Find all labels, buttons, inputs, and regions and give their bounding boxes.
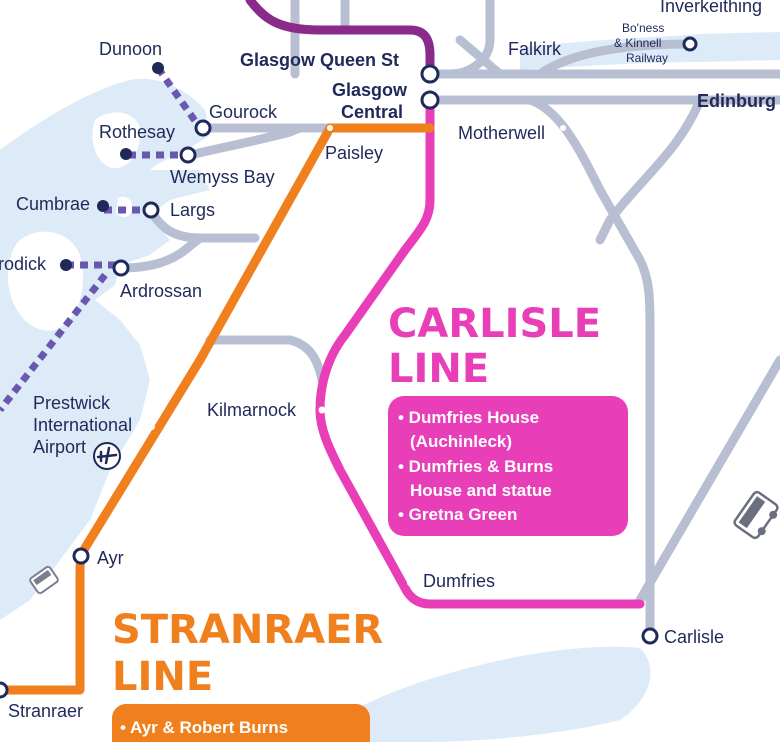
carlisle-highlights-box (388, 396, 628, 536)
station-boness-marker[interactable] (682, 36, 698, 52)
label-carlisle: Carlisle (664, 627, 724, 647)
arran (8, 231, 83, 331)
label-motherwell: Motherwell (458, 123, 545, 143)
station-paisley-marker[interactable] (327, 125, 333, 131)
rail-west-coast (425, 95, 655, 637)
label-falkirk: Falkirk (508, 39, 562, 59)
bus-icon (733, 490, 779, 540)
station-glasgow-queen-st-marker[interactable] (420, 64, 440, 84)
rail-ferry-road (635, 355, 780, 605)
carlisle-line-title-1: CARLISLE (388, 301, 601, 347)
station-labels: Glasgow Queen St Glasgow Central Falkirk… (8, 0, 776, 721)
station-falkirk-marker[interactable] (494, 59, 500, 65)
label-boness-2: & Kinnell (614, 36, 661, 50)
stranraer-highlights-box (112, 704, 370, 742)
label-largs: Largs (170, 200, 215, 220)
port-rothesay-marker[interactable] (120, 148, 132, 160)
purple-line (245, 0, 435, 79)
station-prestwick-marker[interactable] (149, 424, 155, 430)
label-stranraer: Stranraer (8, 701, 83, 721)
station-gourock-marker[interactable] (194, 119, 212, 137)
forth-estuary (520, 32, 780, 70)
label-dumfries: Dumfries (423, 571, 495, 591)
label-dunoon: Dunoon (99, 39, 162, 59)
label-edinburgh: Edinburg (697, 91, 776, 111)
port-dunoon-marker[interactable] (152, 62, 164, 74)
carlisle-line-title-2: LINE (388, 346, 489, 392)
carlisle-highlight-4: House and statue (410, 481, 552, 500)
label-kilmarnock: Kilmarnock (207, 400, 297, 420)
water-bodies (0, 32, 780, 742)
rail-falkirk (455, 35, 505, 79)
station-carlisle-marker[interactable] (641, 627, 659, 645)
ferry-port-labels: Dunoon Rothesay Cumbrae rodick (0, 39, 175, 274)
station-ayr-marker[interactable] (72, 547, 90, 565)
label-rothesay: Rothesay (99, 122, 175, 142)
carlisle-highlight-3: • Dumfries & Burns (398, 457, 553, 476)
ferry-dunoon (155, 65, 203, 131)
carlisle-line-panel: CARLISLE LINE • Dumfries House (Auchinle… (388, 301, 628, 536)
bus-icon (29, 565, 59, 595)
carlisle-highlight-2: (Auchinleck) (410, 432, 512, 451)
label-cumbrae: Cumbrae (16, 194, 90, 214)
ferry-routes (0, 65, 203, 413)
ferry-to-south (0, 272, 108, 413)
label-ayr: Ayr (97, 548, 124, 568)
label-paisley: Paisley (325, 143, 383, 163)
stranraer-line-panel: STRANRAER LINE • Ayr & Robert Burns (112, 607, 383, 742)
stranraer-highlight-1: • Ayr & Robert Burns (120, 718, 288, 737)
firth-of-clyde (0, 78, 210, 621)
label-boness-3: Railway (626, 51, 668, 65)
label-gourock: Gourock (209, 102, 278, 122)
station-stranraer-marker[interactable] (0, 681, 9, 699)
station-markers (0, 36, 698, 699)
label-ardrossan: Ardrossan (120, 281, 202, 301)
carlisle-highlight-1: • Dumfries House (398, 408, 539, 427)
rail-kilmarnock-link (205, 335, 327, 385)
label-prestwick-2: International (33, 415, 132, 435)
label-inverkeithing: Inverkeithing (660, 0, 762, 16)
rail-wemyss-bay (185, 123, 305, 160)
label-wemyss-bay: Wemyss Bay (170, 167, 275, 187)
stranraer-line-title-1: STRANRAER (112, 607, 383, 653)
port-brodick-marker[interactable] (60, 259, 72, 271)
station-glasgow-central-marker[interactable] (420, 90, 440, 110)
rail-edinburgh-carlisle (595, 95, 705, 245)
stranraer-line-title-2: LINE (112, 654, 213, 700)
label-boness-1: Bo'ness (622, 21, 664, 35)
station-ardrossan-marker[interactable] (112, 259, 130, 277)
label-glasgow-central-2: Central (341, 102, 403, 122)
airplane-icon (93, 442, 121, 470)
port-cumbrae-marker[interactable] (97, 200, 109, 212)
label-glasgow-central-1: Glasgow (332, 80, 408, 100)
solway-firth (300, 646, 651, 742)
rail-ardrossan (117, 233, 205, 273)
station-largs-marker[interactable] (142, 201, 160, 219)
label-prestwick-3: Airport (33, 437, 86, 457)
carlisle-highlight-5: • Gretna Green (398, 505, 517, 524)
station-dumfries-marker[interactable] (407, 580, 413, 586)
label-glasgow-queen-st: Glasgow Queen St (240, 50, 399, 70)
station-motherwell-marker[interactable] (560, 125, 566, 131)
label-prestwick-1: Prestwick (33, 393, 111, 413)
station-wemyss-bay-marker[interactable] (179, 146, 197, 164)
rail-boness (535, 39, 695, 79)
station-kilmarnock-marker[interactable] (318, 406, 326, 414)
label-brodick: rodick (0, 254, 47, 274)
